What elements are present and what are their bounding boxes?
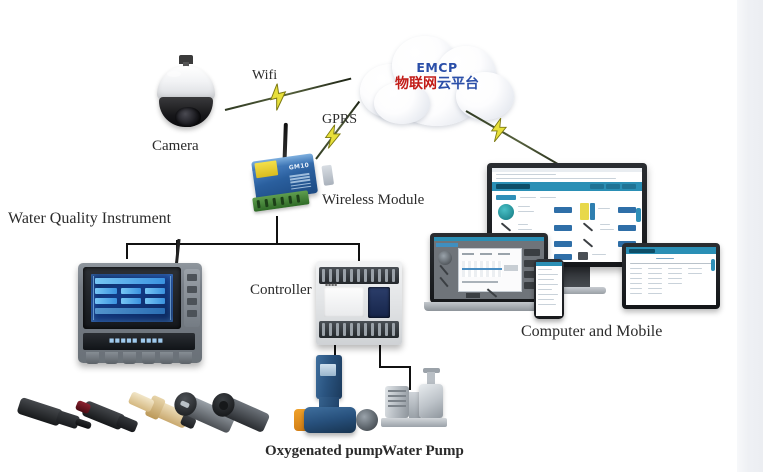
wireless-module-label: Wireless Module: [322, 192, 425, 208]
water-pump-outlet: [427, 372, 435, 386]
wire-to-water-pump-h: [379, 366, 411, 368]
controller-output-terminals[interactable]: [319, 321, 399, 338]
controller-faceplate: [324, 287, 364, 317]
computer-and-mobile-label: Computer and Mobile: [521, 323, 663, 340]
controller-label: Controller: [250, 282, 312, 298]
water-pump-motor: [385, 386, 409, 418]
water-pump-volute: [419, 384, 443, 418]
instrument-display[interactable]: [91, 274, 173, 322]
tablet[interactable]: [622, 243, 720, 309]
laptop-screen-scada[interactable]: [434, 237, 544, 299]
water-pump[interactable]: [381, 368, 447, 432]
oxy-pump-motor: [316, 355, 342, 399]
controller-body: ▪▪▪▪: [316, 261, 402, 345]
wireless-module[interactable]: GM10: [244, 122, 335, 220]
smartphone[interactable]: [534, 259, 564, 319]
camera-label: Camera: [152, 138, 199, 154]
ptz-camera[interactable]: [155, 55, 217, 133]
sensor-probe-group: [16, 380, 271, 452]
wifi-label: Wifi: [252, 68, 278, 83]
laptop-lid: [430, 233, 548, 303]
laptop[interactable]: [424, 233, 554, 315]
wire-to-water-pump-v: [409, 366, 411, 390]
cloud-label: EMCP 物联网云平台: [352, 60, 522, 93]
camera-lens-icon: [175, 107, 201, 127]
water-quality-instrument[interactable]: ■■■■■ ■■■■: [78, 238, 202, 364]
module-led-strip: [289, 172, 312, 190]
cloud-to-computer-beam: [463, 105, 576, 178]
camera-dome: [157, 66, 215, 100]
instrument-bezel: [83, 267, 181, 329]
instrument-connectors: [86, 352, 192, 364]
tablet-screen-table[interactable]: [626, 247, 716, 305]
water-pump-coupling: [409, 392, 421, 418]
wire-bus-to-instrument: [126, 243, 128, 259]
laptop-base: [424, 302, 554, 311]
plc-controller[interactable]: ▪▪▪▪: [316, 261, 402, 345]
instrument-brand-strip: ■■■■■ ■■■■: [83, 333, 195, 350]
camera-mount: [179, 55, 193, 64]
phone-screen-list[interactable]: [536, 262, 562, 316]
wire-bus-horizontal: [126, 243, 360, 245]
oxygenated-pump[interactable]: [294, 355, 378, 435]
instrument-side-buttons[interactable]: [184, 269, 200, 327]
water-quality-instrument-label: Water Quality Instrument: [8, 210, 172, 227]
right-edge-rail: [737, 0, 763, 472]
oxy-pump-nameplate: [320, 364, 336, 376]
wifi-beam: [223, 72, 353, 117]
wire-controller-down: [379, 345, 381, 367]
cloud-puff: [374, 82, 430, 124]
gprs-beam: [310, 97, 365, 163]
instrument-enclosure: ■■■■■ ■■■■: [78, 263, 202, 364]
camera-highlight: [167, 71, 181, 77]
mounting-tab: [321, 164, 335, 186]
controller-brand: ▪▪▪▪: [325, 283, 338, 288]
wire-bus-to-controller: [358, 243, 360, 263]
cloud-label-emcp: EMCP: [416, 60, 458, 75]
water-pump-label: Water Pump: [382, 443, 464, 459]
gprs-label: GPRS: [322, 112, 358, 127]
oxy-pump-fan: [356, 409, 378, 431]
wire-module-to-bus: [276, 216, 278, 244]
module-yellow-label: [254, 160, 279, 179]
lightning-bolt-icon: [265, 81, 293, 112]
lightning-bolt-icon: [489, 118, 509, 142]
cloud-label-iot: 物联网: [395, 75, 437, 92]
instrument-brand-text: ■■■■■ ■■■■: [109, 338, 164, 344]
computer-and-mobile-cluster: [424, 163, 720, 319]
camera-stem: [183, 62, 189, 68]
controller-input-terminals[interactable]: [319, 267, 399, 284]
controller-display-window[interactable]: [368, 287, 390, 318]
oxygenated-pump-label: Oxygenated pump: [265, 443, 383, 459]
water-pump-valve: [423, 368, 440, 373]
lightning-bolt-icon: [323, 124, 343, 149]
water-pump-base: [381, 418, 447, 427]
cloud-label-platform: 云平台: [437, 75, 479, 92]
module-marking: GM10: [288, 161, 310, 172]
oxy-pump-housing: [304, 407, 356, 433]
emcp-cloud-platform[interactable]: EMCP 物联网云平台: [352, 30, 522, 135]
monitor-foot: [528, 287, 606, 294]
camera-head: [159, 97, 213, 127]
